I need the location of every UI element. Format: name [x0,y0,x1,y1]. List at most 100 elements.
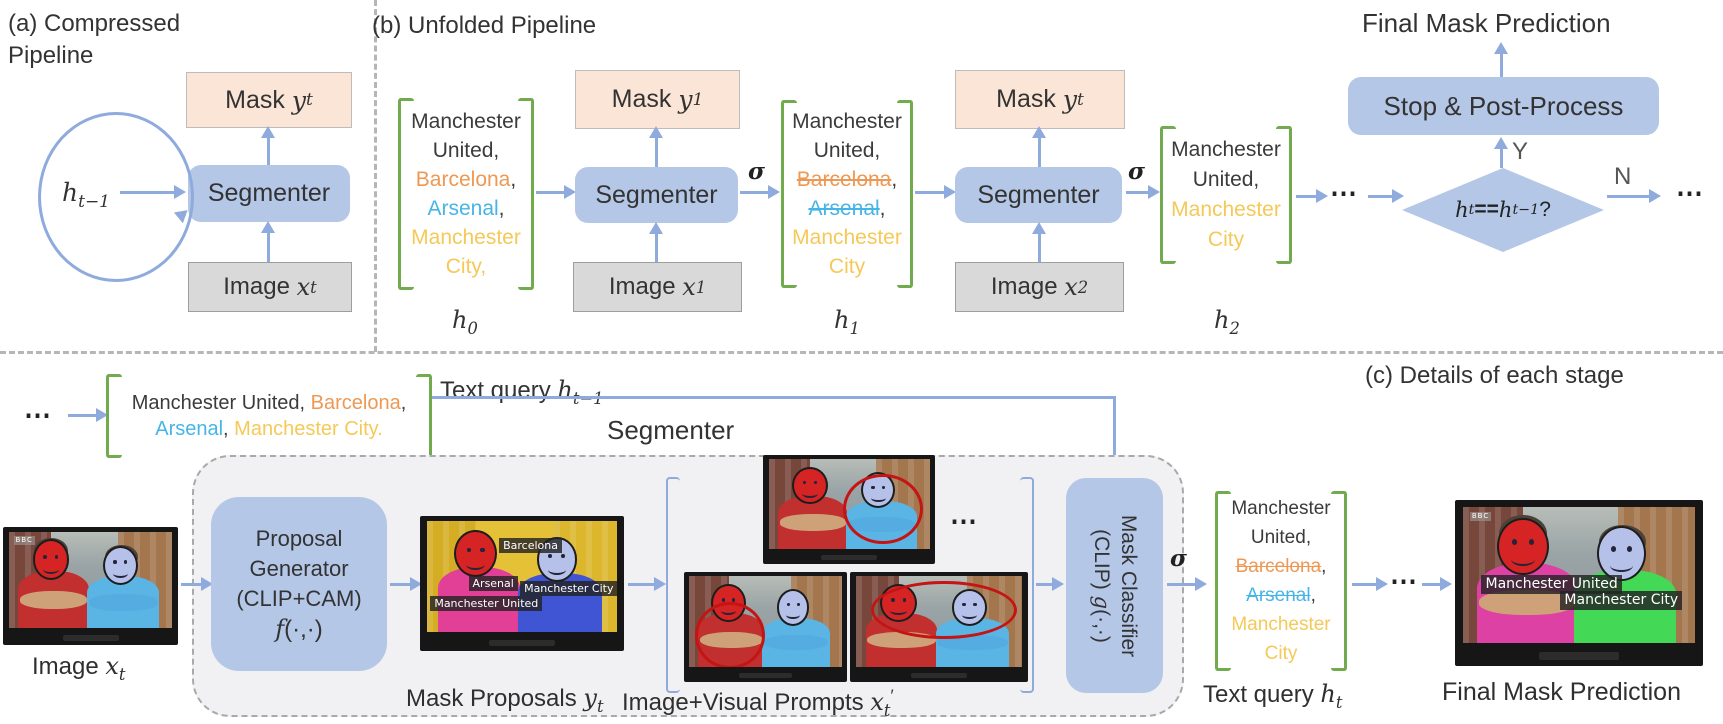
panel-a-title-line1: (a) Compressed [8,10,181,37]
team-list-line: Barcelona, [781,165,913,194]
arrow-h-to-segmenter [120,191,176,194]
arrow-generator-to-proposals [390,583,414,586]
blue-smiley-face-icon [777,589,810,626]
segmenter-box-b1: Segmenter [575,167,738,223]
team-name: , [498,197,505,220]
arrowhead [1032,222,1046,234]
team-name: Arsenal [155,418,224,440]
crossed-arms [763,634,829,650]
prompt-thumbnail-left [684,572,847,682]
crossed-arms [19,591,88,609]
crossed-arms [1478,590,1575,616]
bbc-logo: BBC [1469,512,1492,522]
sub-t: t [1076,89,1084,110]
eye [721,597,725,602]
team-name: City, [445,255,487,278]
team-list-line: Manchester [781,223,913,252]
var-y: y [1062,85,1077,114]
team-list-line: United, [781,136,913,165]
prompt-thumbnail-right [850,572,1028,682]
prompts-words: Image+Visual Prompts [622,689,864,716]
arrowhead [261,221,275,233]
segmenter-box-b2: Segmenter [955,167,1122,223]
eye [548,553,553,559]
tv-stand [821,554,877,561]
var-h: h [557,376,573,404]
team-name: , [1321,556,1327,577]
h1-label: h1 [834,306,860,338]
team-list-line: Manchester [1215,494,1347,523]
sub-t: t [305,90,313,110]
h0-label: h0 [452,306,478,338]
arrowhead [649,222,663,234]
panel-a-title-line2: Pipeline [8,42,94,69]
eye [786,602,790,607]
dots-text: ⋯ [1676,178,1705,208]
team-name: Manchester [792,110,902,133]
no-text: N [1614,163,1632,190]
eye [802,480,807,485]
ellipsis-b2: ⋯ [1676,178,1705,209]
image-word: Image [223,273,290,300]
arrow-segmenter1-to-mask1 [655,133,658,167]
team-name: , [879,197,886,220]
final-mask-prediction-title: Final Mask Prediction [1362,8,1611,39]
image-word: Image [32,653,99,680]
label-manchester-united: Manchester United [430,595,543,611]
team-list-line: Manchester [1160,195,1292,225]
sub-2: 2 [1077,277,1089,297]
label-manchester-united: Manchester United [1481,574,1622,594]
text-query-in-label: Text query ht−1 [440,376,603,408]
var-h: h [1498,198,1513,222]
smile [801,489,818,498]
arrow-dots-to-query [68,414,100,417]
arrow-segmenter-to-mask [267,133,270,165]
var-x: x [296,273,311,301]
var-f: f [275,614,285,643]
arrow-h1-to-segmenter2 [915,191,948,194]
team-name: City [1207,228,1245,251]
equals-op: == [1474,198,1499,221]
smile [1610,559,1633,573]
person-blue [762,589,830,667]
team-list-line: Manchester United, Barcelona, [106,390,432,416]
stop-postprocess-label: Stop & Post-Process [1383,90,1624,121]
arrowhead [96,408,108,422]
arrowhead [174,185,186,199]
team-name: , [400,392,407,414]
sub-t1: t−1 [1512,202,1540,218]
team-name: Barcelona [310,392,401,414]
team-list-line: Manchester [1215,610,1347,639]
final-prediction-caption: Final Mask Prediction [1442,678,1681,707]
clip-g-function: (CLIP) g(·,·) [1088,478,1115,693]
mask-word: Mask [225,85,285,114]
team-list-line: Barcelona, [1215,552,1347,581]
arrow-image2-to-segmenter2 [1038,229,1041,262]
sub-1: 1 [849,318,860,338]
team-name: Manchester [1171,138,1281,161]
visual-prompt-circle [695,601,766,667]
eye [124,560,128,564]
team-name: , [1310,585,1316,606]
sigma-symbol: σ [1170,545,1187,572]
tv-screen: Barcelona Arsenal Manchester City Manche… [426,521,618,633]
no-label: N [1614,163,1631,191]
sigma-3: σ [1170,545,1187,572]
team-list-line: Arsenal, [1215,581,1347,610]
team-list-line: City, [398,252,534,281]
mask-classifier-box: Mask Classifier (CLIP) g(·,·) [1066,478,1163,693]
query-route-vertical [1113,396,1116,466]
team-name: Arsenal [1246,585,1311,606]
sub-t: t [596,696,604,716]
eye [480,547,485,553]
f-args: (·,·) [284,615,323,643]
var-h: h [1320,680,1336,708]
tv-stand [910,672,968,679]
hidden-state-label-a: ht−1 [62,178,110,212]
var-x: x [105,652,119,680]
prompts-bracket-right [1020,477,1034,693]
